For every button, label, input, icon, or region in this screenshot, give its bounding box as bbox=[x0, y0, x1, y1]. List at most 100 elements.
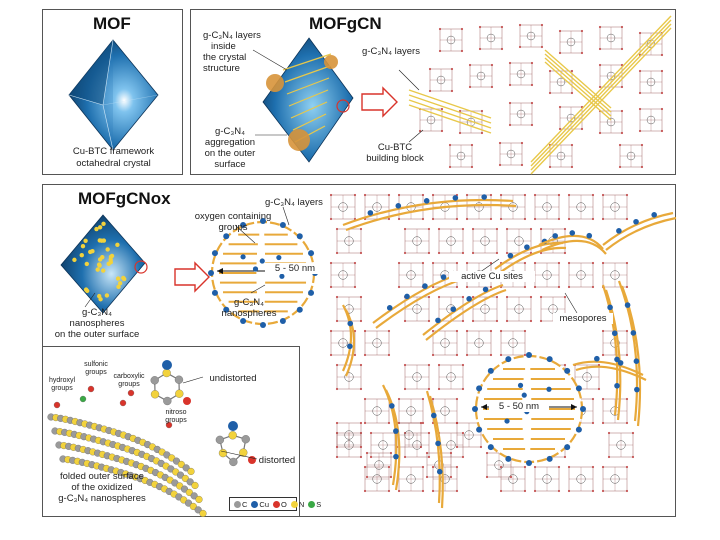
cu-site bbox=[466, 296, 472, 302]
gcn-layer-fragment bbox=[341, 304, 356, 377]
zoom-circle bbox=[336, 99, 350, 113]
cu-site bbox=[259, 258, 265, 264]
cu-site bbox=[552, 233, 559, 239]
framework-cell bbox=[499, 193, 527, 221]
label-line: aggregation bbox=[204, 137, 256, 148]
framework-cell bbox=[363, 329, 391, 357]
cu-site bbox=[279, 273, 285, 279]
cu-site bbox=[223, 306, 230, 313]
cu-site bbox=[630, 330, 637, 336]
gcn-sphere-dot bbox=[97, 225, 103, 230]
mof-caption-line2: octahedral crystal bbox=[76, 158, 151, 169]
framework-cell bbox=[598, 109, 624, 135]
label-line: nanospheres bbox=[221, 308, 277, 319]
zoom-circle bbox=[134, 260, 148, 274]
label-line: the crystal bbox=[203, 52, 247, 63]
cu-site bbox=[211, 289, 218, 296]
legend-symbol: Cu bbox=[259, 499, 270, 509]
cu-site bbox=[633, 218, 639, 225]
cu-site bbox=[580, 406, 586, 412]
framework-cell bbox=[508, 101, 534, 127]
framework-cell bbox=[369, 431, 397, 459]
cu-site bbox=[633, 358, 640, 365]
cu-site bbox=[526, 460, 532, 466]
label-line: of the oxidized bbox=[71, 482, 133, 493]
gcn-sphere-dot bbox=[83, 287, 89, 292]
framework-cell bbox=[471, 227, 499, 255]
framework-cell bbox=[363, 465, 391, 493]
cu-site bbox=[564, 444, 571, 451]
framework-cell bbox=[601, 193, 629, 221]
framework-cell bbox=[397, 397, 425, 425]
framework-cell bbox=[438, 27, 464, 53]
cu-site bbox=[260, 322, 266, 328]
label-line: g-C₃N₄ bbox=[234, 297, 264, 308]
cu-site bbox=[252, 266, 259, 272]
cu-site bbox=[472, 406, 478, 412]
cu-site bbox=[308, 250, 315, 257]
cu-site bbox=[546, 386, 552, 392]
cu-site bbox=[505, 455, 512, 462]
mof-octahedron-crystal bbox=[68, 39, 159, 151]
framework-cell bbox=[508, 61, 534, 87]
framework-cell bbox=[548, 69, 574, 95]
label-line: groups bbox=[118, 381, 140, 388]
cu-site bbox=[279, 318, 286, 325]
zoom-arrow bbox=[361, 86, 398, 118]
framework-cell bbox=[638, 107, 664, 133]
mofgcn-label-building-block: Cu-BTC building block bbox=[363, 142, 427, 164]
mofgcnox-title: MOFgCNox bbox=[78, 189, 171, 208]
gcn-sphere-dot bbox=[101, 268, 106, 273]
cu-site bbox=[393, 453, 399, 460]
gcn-layer-fragment bbox=[572, 355, 647, 381]
label-line: hydroxyl bbox=[48, 377, 76, 384]
label-line: groups bbox=[165, 417, 187, 424]
cu-site bbox=[279, 221, 286, 228]
cu-site bbox=[504, 418, 510, 424]
framework-cell bbox=[335, 227, 363, 255]
framework-cell bbox=[455, 421, 483, 449]
mofgcnox-label-mesopores: mesopores bbox=[553, 313, 613, 324]
cu-site bbox=[211, 250, 218, 257]
framework-cell bbox=[499, 329, 527, 357]
cu-site bbox=[616, 228, 622, 234]
cu-site bbox=[634, 386, 640, 393]
label-line: oxygen containing bbox=[194, 211, 272, 222]
functional-group-atom bbox=[87, 385, 95, 393]
framework-cell bbox=[638, 69, 664, 95]
framework-cell bbox=[533, 465, 561, 493]
gcn-sphere-dot bbox=[80, 244, 86, 249]
mofgcn-title: MOFgCN bbox=[309, 14, 382, 33]
framework-cell bbox=[403, 431, 431, 459]
cu-site bbox=[389, 403, 395, 409]
cu-site bbox=[564, 367, 571, 374]
label-line: nitroso bbox=[165, 409, 187, 416]
mofgcn-label-layers-inside: g-C₃N₄ layers inside the crystal structu… bbox=[203, 30, 273, 74]
cu-site bbox=[617, 360, 624, 366]
framework-cell bbox=[607, 431, 635, 459]
gcn-layer-fragment bbox=[601, 284, 622, 421]
legend-dot bbox=[308, 500, 316, 508]
label-line: groups bbox=[218, 222, 248, 233]
cu-site bbox=[435, 440, 441, 447]
framework-cell bbox=[428, 67, 454, 93]
framework-cell bbox=[601, 261, 629, 289]
cu-site bbox=[367, 210, 374, 216]
mofgcn-label-layers: g-C₃N₄ layers bbox=[362, 46, 420, 57]
framework-cell bbox=[471, 295, 499, 323]
label-line: on the outer surface bbox=[54, 329, 140, 340]
gcn-aggregate bbox=[324, 55, 338, 69]
inset-label-distorted: distorted bbox=[258, 455, 296, 466]
mofgcnox-label-active-cu: active Cu sites bbox=[449, 271, 535, 282]
legend-item: C bbox=[234, 500, 247, 509]
cu-site bbox=[476, 385, 483, 392]
cu-site bbox=[395, 203, 402, 209]
heptazine-ring bbox=[215, 421, 256, 467]
framework-cell bbox=[567, 193, 595, 221]
framework-cell bbox=[601, 465, 629, 493]
framework-cell bbox=[499, 465, 527, 493]
gcn-sphere-dot bbox=[84, 261, 90, 267]
label-line: inside bbox=[211, 41, 236, 52]
gcn-sphere-dot bbox=[95, 267, 100, 272]
framework-cell bbox=[363, 397, 391, 425]
